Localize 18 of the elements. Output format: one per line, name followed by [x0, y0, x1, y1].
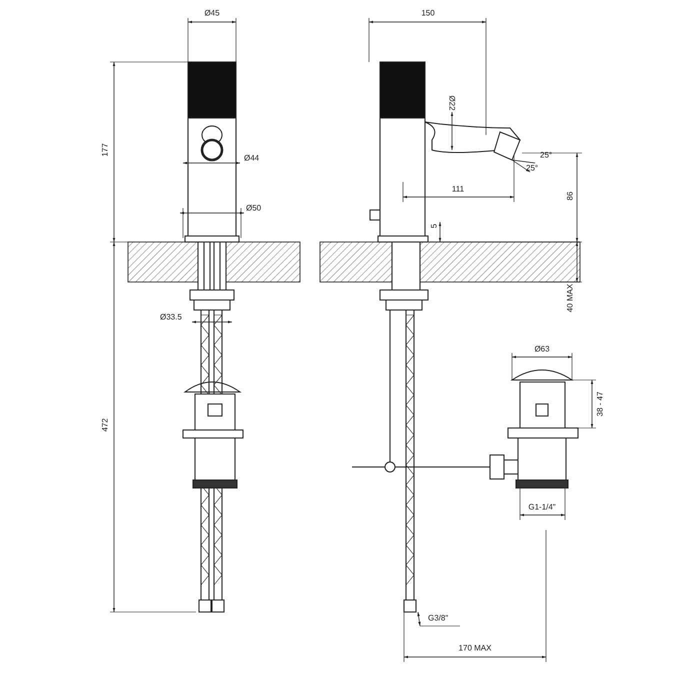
dimension-label: 150: [421, 8, 435, 18]
dimension-label: Ø22: [448, 95, 456, 111]
dimension-label: 86: [566, 192, 574, 200]
dimension-label: Ø63: [534, 344, 550, 354]
dimension-label: 38 - 47: [596, 392, 604, 416]
dimension-label: Ø44: [244, 154, 260, 162]
dimension-label: G1-1/4": [528, 502, 556, 512]
dimension-label: Ø33.5: [160, 312, 182, 322]
dimension-label: 472: [100, 418, 110, 432]
dimension-label: 25°: [540, 150, 552, 160]
dimension-label: 177: [100, 143, 110, 157]
dimension-label: 5: [430, 224, 438, 228]
dimension-label: 111: [452, 184, 464, 194]
dimension-label: 170 MAX: [458, 644, 492, 652]
dimension-label: G3/8": [428, 614, 448, 622]
dimension-label: 40 MAX: [566, 284, 574, 312]
dimension-label: Ø50: [246, 204, 262, 212]
dimension-label: Ø45: [204, 8, 220, 18]
